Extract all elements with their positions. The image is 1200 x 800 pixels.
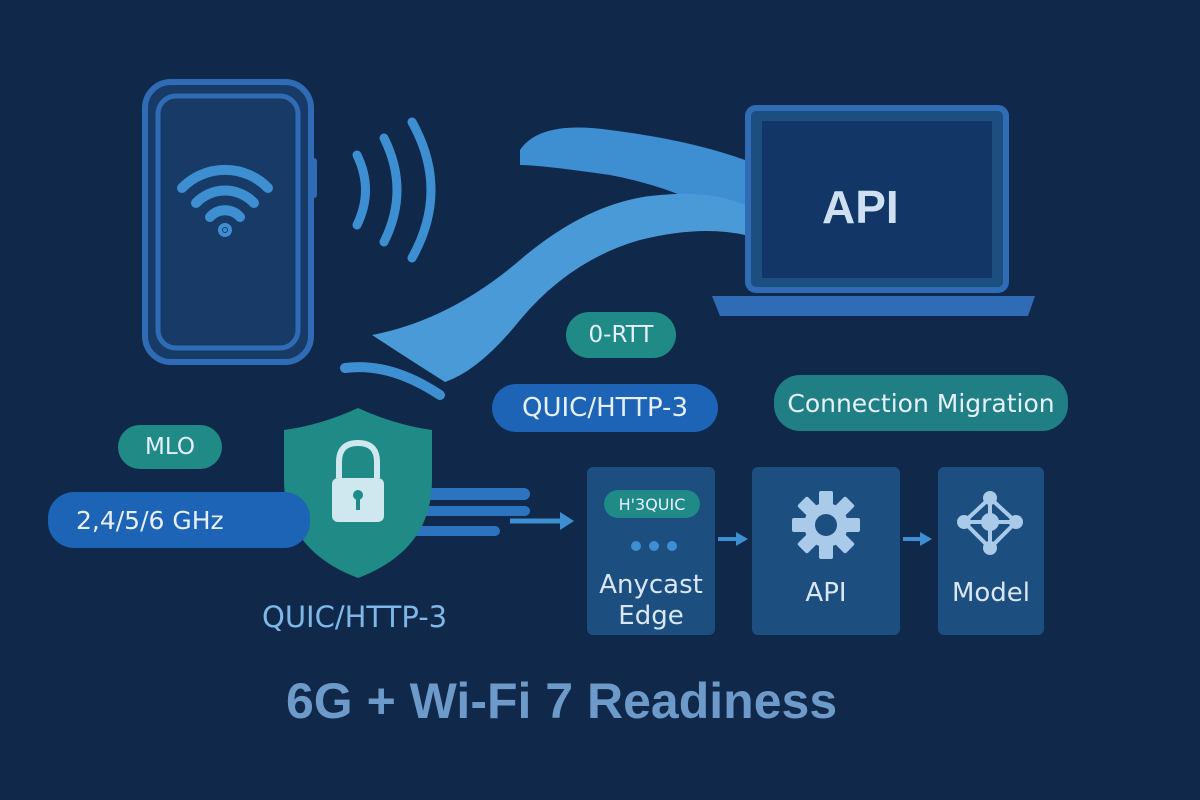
mlo-tag: MLO: [118, 425, 222, 469]
model-box-label: Model: [951, 578, 1031, 608]
connection-migration-tag: Connection Migration: [774, 375, 1068, 431]
quic-http3-tag: QUIC/HTTP-3: [492, 384, 718, 432]
zero-rtt-tag: 0-RTT: [566, 312, 676, 358]
edge-protocol-tag: H'3QUIC: [604, 490, 700, 518]
page-title: 6G + Wi-Fi 7 Readiness: [286, 673, 838, 729]
edge-label-line1: Anycast: [599, 570, 703, 600]
signal-waves-icon: [352, 117, 436, 263]
bands-tag: 2,4/5/6 GHz: [48, 492, 310, 548]
edge-label-line2: Edge: [618, 601, 684, 631]
padlock-icon: [332, 439, 384, 522]
api-box-label: API: [805, 578, 847, 608]
laptop-icon: [712, 105, 1035, 316]
ellipsis-icon: [631, 541, 677, 551]
arrow-right-icon: [510, 512, 574, 530]
wifi-icon: [177, 164, 273, 237]
laptop-screen-text: API: [822, 181, 899, 233]
network-node-icon: [957, 491, 1023, 555]
arrow-right-icon: [903, 532, 932, 546]
data-flow-ribbon: [340, 127, 745, 400]
phone-icon: [142, 79, 317, 365]
shield-label: QUIC/HTTP-3: [262, 600, 448, 634]
gear-icon: [792, 491, 860, 559]
edge-label: Anycast Edge: [587, 570, 715, 632]
arrow-right-icon: [718, 532, 748, 546]
